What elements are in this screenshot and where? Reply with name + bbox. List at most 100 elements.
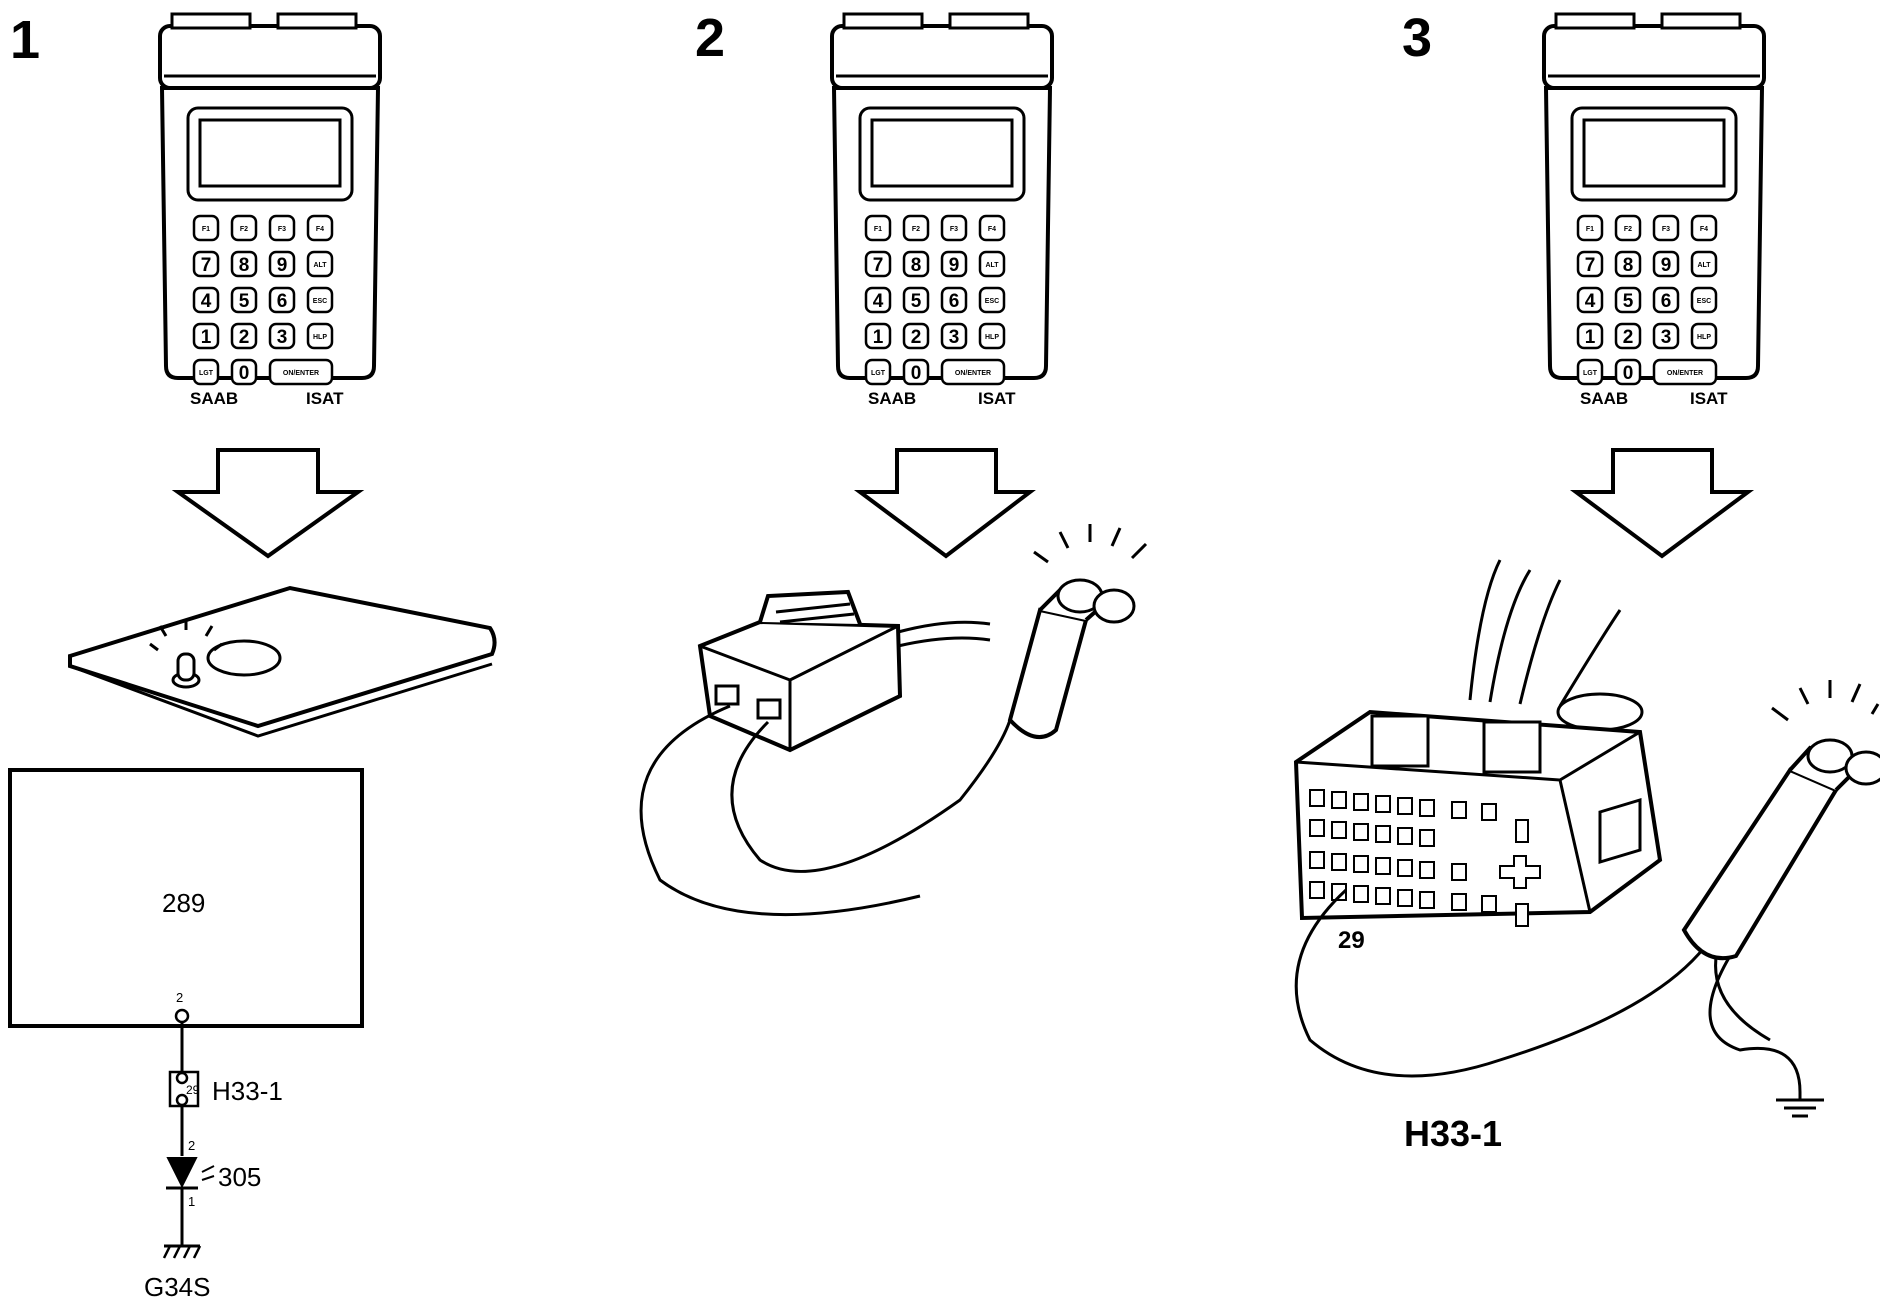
keypad-key-label: HLP — [985, 334, 999, 341]
keypad-key-label: 1 — [201, 327, 212, 348]
keypad-key — [978, 250, 1006, 278]
keypad-key — [902, 322, 930, 350]
keypad-key-label: ON/ENTER — [1667, 370, 1703, 377]
keypad-key-label: F3 — [1662, 226, 1670, 233]
keypad-key-label: 4 — [201, 291, 212, 312]
keypad-key-label: F2 — [240, 226, 248, 233]
wiring-schematic: 289 2 29 H33-1 2 305 1 G34S — [8, 768, 364, 1302]
keypad-key — [268, 214, 296, 242]
keypad-key-label: 5 — [239, 291, 250, 312]
connector-pin-label: 29 — [1338, 927, 1365, 954]
keypad-key-label: ALT — [985, 262, 999, 269]
keypad-key — [192, 358, 220, 386]
tester-model: ISAT — [978, 389, 1016, 408]
keypad-key — [1690, 322, 1718, 350]
keypad-key — [192, 322, 220, 350]
keypad-key-label: 0 — [911, 363, 922, 384]
keypad-key — [1614, 322, 1642, 350]
down-arrow-3 — [1569, 448, 1755, 559]
keypad-key — [864, 250, 892, 278]
keypad-key — [902, 286, 930, 314]
test-lamp-3 — [1294, 680, 1880, 1118]
keypad-key — [864, 358, 892, 386]
keypad-key — [940, 286, 968, 314]
keypad-key-label: ON/ENTER — [283, 370, 319, 377]
keypad-key-label: ESC — [985, 298, 999, 305]
tester-model: ISAT — [306, 389, 344, 408]
keypad-key-label: 9 — [949, 255, 960, 276]
keypad-key-label: 3 — [949, 327, 960, 348]
keypad-key-label: 1 — [1585, 327, 1596, 348]
keypad-key-label: F4 — [988, 226, 996, 233]
keypad-key — [1576, 322, 1604, 350]
large-connector-illustration: 29 H33-1 — [1293, 559, 1663, 1154]
down-arrow-2 — [853, 448, 1036, 559]
keypad-key — [230, 286, 258, 314]
keypad-key-label: LGT — [871, 370, 886, 377]
keypad-key — [306, 214, 334, 242]
keypad-key — [1652, 358, 1718, 386]
keypad-key — [978, 322, 1006, 350]
keypad-key — [940, 358, 1006, 386]
keypad-key — [902, 214, 930, 242]
keypad-key-label: 3 — [277, 327, 288, 348]
tester-brand: SAAB — [190, 389, 238, 408]
control-module-box — [8, 768, 364, 1028]
keypad-key-label: 3 — [1661, 327, 1672, 348]
connector-pin-number: 29 — [186, 1083, 200, 1097]
tester-brand: SAAB — [1580, 389, 1628, 408]
keypad-key-label: 6 — [949, 291, 960, 312]
keypad-key — [940, 214, 968, 242]
keypad-key — [268, 358, 334, 386]
keypad-key — [1576, 250, 1604, 278]
keypad-key — [940, 250, 968, 278]
keypad-key — [1614, 286, 1642, 314]
keypad-key — [268, 250, 296, 278]
keypad-key — [902, 250, 930, 278]
keypad-key — [1614, 250, 1642, 278]
keypad-key — [864, 214, 892, 242]
instrument-panel-illustration — [68, 585, 497, 738]
keypad-key-label: 1 — [873, 327, 884, 348]
keypad-key — [1652, 322, 1680, 350]
keypad-key — [192, 286, 220, 314]
keypad-key — [306, 286, 334, 314]
keypad-key — [1576, 214, 1604, 242]
keypad-key-label: 8 — [1623, 255, 1634, 276]
keypad-key — [230, 358, 258, 386]
keypad-key — [978, 214, 1006, 242]
test-lamp-2 — [639, 524, 1148, 917]
keypad-key-label: F4 — [1700, 226, 1708, 233]
led-number: 305 — [218, 1162, 261, 1192]
keypad-key-label: 8 — [239, 255, 250, 276]
keypad-key-label: F2 — [1624, 226, 1632, 233]
keypad-key — [1690, 250, 1718, 278]
keypad-key-label: F1 — [1586, 226, 1594, 233]
keypad-key — [1690, 286, 1718, 314]
keypad-key-label: 0 — [239, 363, 250, 384]
module-pin-number: 2 — [176, 990, 183, 1005]
keypad-key-label: ALT — [313, 262, 327, 269]
connector-pin-grid — [1309, 789, 1541, 927]
keypad-key — [192, 250, 220, 278]
connector-label: H33-1 — [212, 1076, 283, 1106]
keypad-key-label: 6 — [1661, 291, 1672, 312]
keypad-key-label: LGT — [199, 370, 214, 377]
keypad-key — [864, 286, 892, 314]
keypad-key — [940, 322, 968, 350]
keypad-key-label: HLP — [313, 334, 327, 341]
ground-icon — [1776, 1092, 1824, 1118]
keypad-key-label: 4 — [1585, 291, 1596, 312]
keypad-key-label: 7 — [1585, 255, 1596, 276]
step-number-3: 3 — [1402, 8, 1432, 68]
tester-brand: SAAB — [868, 389, 916, 408]
keypad-key — [230, 214, 258, 242]
keypad-key-label: 0 — [1623, 363, 1634, 384]
keypad-key — [306, 250, 334, 278]
keypad-key-label: ALT — [1697, 262, 1711, 269]
keypad-key-label: 9 — [1661, 255, 1672, 276]
keypad-key — [1614, 214, 1642, 242]
